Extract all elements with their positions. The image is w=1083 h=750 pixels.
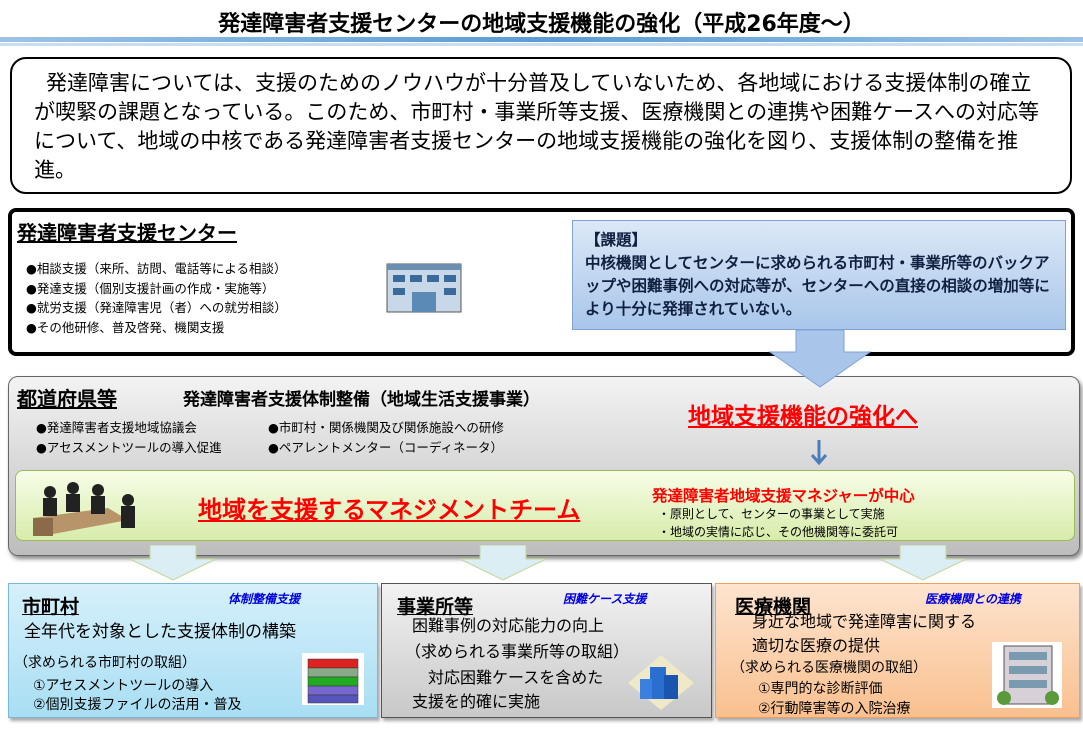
box-line: 適切な医療の提供 — [752, 636, 881, 655]
medical-heading: 医療機関 — [735, 596, 812, 618]
issue-label: 【課題】 — [585, 231, 648, 249]
box-line: ①専門的な診断評価 — [758, 681, 883, 697]
municipality-heading: 市町村 — [22, 596, 80, 618]
list-item: ・原則として、センターの事業として実施 — [658, 507, 885, 521]
municipality-tag: 体制整備支援 — [228, 592, 301, 606]
down-arrow-icon — [879, 545, 967, 581]
list-item: ●発達支援（個別支援計画の作成・実施等） — [26, 280, 275, 296]
prefecture-heading: 都道府県等 — [17, 387, 117, 411]
box-line: 全年代を対象とした支援体制の構築 — [24, 622, 296, 642]
box-line: 身近な地域で発達障害に関する — [752, 612, 977, 631]
books-icon — [302, 653, 364, 705]
box-line: （求められる医療機関の取組） — [731, 660, 927, 676]
box-line: ①アセスメントツールの導入 — [33, 678, 214, 694]
prefecture-list-right: ●市町村・関係機関及び関係施設への研修 ●ペアレントメンター（コーディネータ） — [268, 418, 504, 457]
small-down-arrow-icon — [810, 440, 828, 466]
support-center-list: ●相談支援（来所、訪問、電話等による相談） ●発達支援（個別支援計画の作成・実施… — [26, 259, 287, 337]
box-line: （求められる市町村の取組） — [14, 655, 196, 671]
management-team-title: 地域を支援するマネジメントチーム — [198, 496, 581, 524]
title-divider — [0, 37, 1083, 42]
box-line: ②個別支援ファイルの活用・普及 — [33, 697, 242, 713]
page-title: 発達障害者支援センターの地域支援機能の強化（平成26年度～） — [218, 12, 865, 37]
hospital-icon — [992, 642, 1062, 708]
list-item: ●相談支援（来所、訪問、電話等による相談） — [26, 261, 287, 276]
office-building-icon — [628, 655, 694, 710]
manager-label: 発達障害者地域支援マネジャーが中心 — [652, 487, 915, 505]
medical-tag: 医療機関との連携 — [925, 592, 1021, 606]
box-line: ②行動障害等の入院治療 — [758, 701, 911, 717]
intro-box: 発達障害については、支援のためのノウハウが十分普及していないため、各地域における… — [10, 57, 1072, 194]
list-item: ●就労支援（発達障害児（者）への就労相談） — [26, 300, 287, 315]
list-item: ●その他研修、普及啓発、機関支援 — [26, 319, 225, 335]
title-divider-secondary — [0, 43, 1083, 46]
support-center-heading: 発達障害者支援センター — [17, 221, 237, 245]
down-arrow-icon — [768, 330, 872, 388]
list-item: ●ペアレントメンター（コーディネータ） — [268, 439, 504, 455]
business-heading: 事業所等 — [397, 596, 474, 618]
support-center-box — [8, 208, 1075, 356]
list-item: ●発達障害者支援地域協議会 — [36, 420, 197, 435]
box-line: 支援を的確に実施 — [412, 692, 541, 711]
list-item: ●市町村・関係機関及び関係施設への研修 — [268, 420, 504, 435]
issue-box: 【課題】中核機関としてセンターに求められる市町村・事業所等のバックアップや困難事… — [572, 220, 1066, 330]
issue-text: 中核機関としてセンターに求められる市町村・事業所等のバックアップや困難事例への対… — [585, 254, 1050, 318]
prefecture-subheading: 発達障害者支援体制整備（地域生活支援事業） — [183, 390, 540, 410]
intro-text: 発達障害については、支援のためのノウハウが十分普及していないため、各地域における… — [34, 71, 1040, 182]
strengthen-label: 地域支援機能の強化へ — [688, 404, 918, 430]
list-item: ●アセスメントツールの導入促進 — [36, 439, 222, 455]
box-line: 困難事例の対応能力の向上 — [412, 616, 605, 635]
team-notes: ・原則として、センターの事業として実施・地域の実情に応じ、その他機関等に委託可 — [658, 505, 898, 541]
box-line: 対応困難ケースを含めた — [428, 668, 604, 687]
building-icon — [386, 263, 462, 313]
down-arrow-icon — [129, 545, 217, 581]
management-team-box — [15, 470, 1075, 541]
down-arrow-icon — [459, 545, 547, 581]
prefecture-list-left: ●発達障害者支援地域協議会 ●アセスメントツールの導入促進 — [36, 418, 222, 457]
business-tag: 困難ケース支援 — [563, 592, 647, 606]
meeting-people-icon — [33, 482, 135, 536]
list-item: ・地域の実情に応じ、その他機関等に委託可 — [658, 525, 899, 539]
box-line: （求められる事業所等の取組） — [405, 642, 630, 661]
